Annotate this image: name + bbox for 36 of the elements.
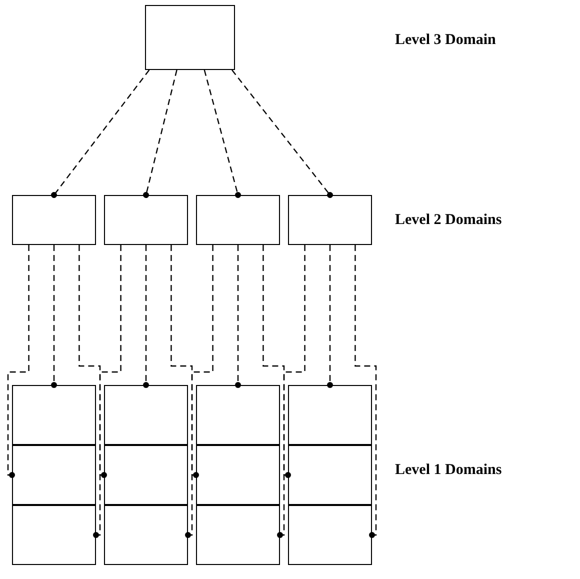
dashed-connector: [51, 245, 57, 388]
level-label: Level 1 Domains: [395, 462, 502, 479]
dashed-connector: [262, 245, 285, 538]
domain-box: [12, 195, 96, 245]
domain-box: [288, 385, 372, 445]
domain-box: [104, 505, 188, 565]
dashed-connector: [7, 245, 30, 478]
dashed-connector: [232, 70, 333, 198]
domain-box: [12, 445, 96, 505]
dashed-connector: [283, 245, 306, 478]
dashed-connector: [235, 245, 241, 388]
domain-box: [196, 445, 280, 505]
dashed-connector: [78, 245, 101, 538]
domain-box: [12, 385, 96, 445]
level-label: Level 2 Domains: [395, 212, 502, 229]
domain-box: [196, 195, 280, 245]
dashed-connector: [327, 245, 333, 388]
domain-box: [288, 195, 372, 245]
domain-box: [196, 385, 280, 445]
dashed-connector: [51, 70, 150, 198]
dashed-connector: [191, 245, 214, 478]
dashed-connector: [99, 245, 122, 478]
domain-box: [104, 195, 188, 245]
domain-box: [145, 5, 235, 70]
dashed-connector: [204, 70, 241, 198]
domain-box: [104, 445, 188, 505]
dashed-connector: [143, 70, 178, 198]
domain-box: [12, 505, 96, 565]
domain-box: [288, 505, 372, 565]
level-label: Level 3 Domain: [395, 32, 496, 49]
domain-box: [104, 385, 188, 445]
dashed-connector: [170, 245, 193, 538]
dashed-connector: [143, 245, 149, 388]
domain-box: [288, 445, 372, 505]
domain-box: [196, 505, 280, 565]
dashed-connector: [354, 245, 377, 538]
